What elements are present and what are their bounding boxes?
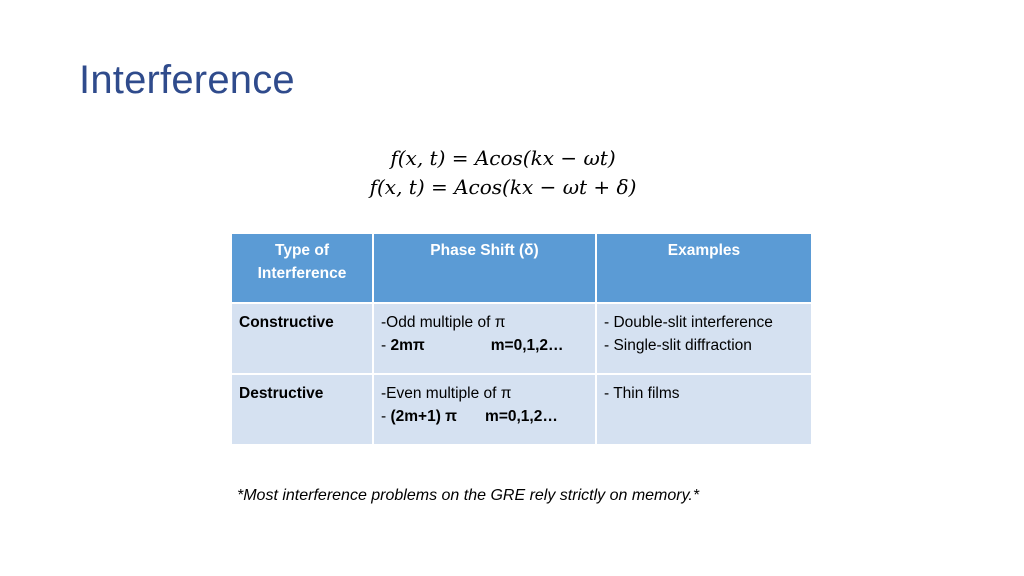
equations-block: f(x, t) = Acos(kx − ωt) f(x, t) = Acos(k… <box>0 144 1006 202</box>
header-phase-shift: Phase Shift (δ) <box>373 234 597 304</box>
table-header-row: Type of Interference Phase Shift (δ) Exa… <box>232 234 811 304</box>
phase-description: -Even multiple of π <box>381 385 512 402</box>
wave-equation: f(x, t) = Acos(kx − ωt) <box>390 146 616 170</box>
row-type-destructive: Destructive <box>232 374 374 446</box>
table-row-constructive: Constructive -Odd multiple of π - 2mπ m=0… <box>232 303 811 375</box>
table-row-destructive: Destructive -Even multiple of π - (2m+1)… <box>232 374 811 446</box>
header-type-of-interference: Type of Interference <box>232 234 374 304</box>
example-item: - Thin films <box>604 385 680 402</box>
phase-description: -Odd multiple of π <box>381 314 506 331</box>
footnote: *Most interference problems on the GRE r… <box>237 487 700 504</box>
slide-title: Interference <box>79 58 295 102</box>
phase-formula-line: - 2mπ m=0,1,2… <box>381 334 588 357</box>
phase-shift-destructive: -Even multiple of π - (2m+1) π m=0,1,2… <box>373 374 597 446</box>
interference-table: Type of Interference Phase Shift (δ) Exa… <box>232 234 811 446</box>
example-item: - Double-slit interference <box>604 314 773 331</box>
phase-shift-constructive: -Odd multiple of π - 2mπ m=0,1,2… <box>373 303 597 375</box>
example-item: - Single-slit diffraction <box>604 337 752 354</box>
phase-prefix: - <box>381 337 391 354</box>
examples-constructive: - Double-slit interference - Single-slit… <box>596 303 811 375</box>
wave-equation-phase-shifted: f(x, t) = Acos(kx − ωt + δ) <box>369 175 637 199</box>
phase-value: (2m+1) π <box>390 408 458 425</box>
header-examples: Examples <box>596 234 811 304</box>
phase-m-range: m=0,1,2… <box>490 337 564 354</box>
examples-destructive: - Thin films <box>596 374 811 446</box>
phase-prefix: - <box>381 408 391 425</box>
phase-value: 2mπ <box>390 337 425 354</box>
phase-m-range: m=0,1,2… <box>485 408 558 425</box>
phase-formula-line: - (2m+1) π m=0,1,2… <box>381 405 588 428</box>
row-type-constructive: Constructive <box>232 303 374 375</box>
